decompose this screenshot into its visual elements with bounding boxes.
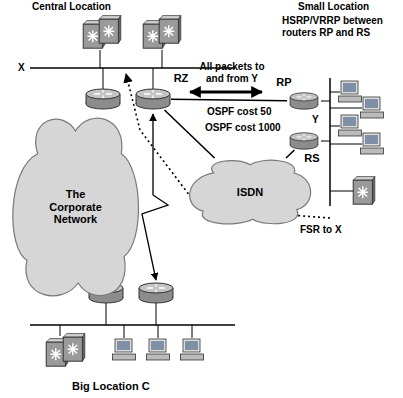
lan-stub bbox=[321, 101, 330, 102]
router-shape bbox=[290, 133, 318, 149]
server-icon bbox=[99, 16, 121, 44]
big-lan bbox=[30, 283, 235, 366]
router-icon bbox=[287, 92, 321, 110]
pc-icon bbox=[339, 81, 362, 102]
pc-icon bbox=[361, 133, 384, 154]
note-label: Small Location bbox=[298, 1, 369, 13]
lan-stub bbox=[103, 68, 104, 89]
note-label: Big Location C bbox=[72, 380, 150, 393]
pc-icon bbox=[361, 97, 384, 118]
lan-stub bbox=[124, 325, 125, 338]
small-lan bbox=[321, 78, 384, 206]
cloud-label: ISDN bbox=[220, 186, 280, 199]
lan-stub bbox=[192, 325, 193, 338]
lan-stub bbox=[330, 144, 362, 145]
router-name: RS bbox=[295, 152, 329, 165]
wan-link-bolt bbox=[142, 114, 168, 280]
router-name: RP bbox=[267, 76, 301, 89]
router-node: RP bbox=[287, 92, 321, 110]
lan-stub bbox=[330, 191, 354, 192]
pc-icon bbox=[339, 115, 362, 136]
lan-stub bbox=[156, 300, 157, 325]
pc-icon bbox=[181, 339, 204, 360]
link-label: OSPF cost 50 bbox=[205, 106, 273, 118]
lan-stub bbox=[158, 325, 159, 338]
router-icon bbox=[135, 88, 171, 110]
cloud-label: The Corporate Network bbox=[43, 188, 109, 226]
router-shape bbox=[290, 93, 318, 109]
cloud-shape bbox=[190, 160, 311, 224]
traffic-arrow bbox=[190, 91, 262, 94]
note-label: All packets to and from Y bbox=[196, 61, 268, 84]
router-node: RS bbox=[287, 132, 321, 150]
router-node: RZ bbox=[135, 88, 171, 110]
lan-stub bbox=[60, 325, 61, 336]
pc-icon bbox=[147, 339, 170, 360]
server-icon bbox=[159, 16, 181, 44]
note-label: HSRP/VRRP between routers RP and RS bbox=[282, 15, 400, 38]
router-shape bbox=[136, 89, 170, 109]
note-label: X bbox=[18, 62, 25, 74]
network-link bbox=[286, 150, 294, 158]
lan-stub bbox=[153, 68, 154, 89]
lan-stub bbox=[330, 92, 340, 93]
router-icon bbox=[139, 283, 173, 303]
note-label: Y bbox=[312, 114, 319, 126]
cloud-node: The Corporate Network bbox=[8, 112, 143, 302]
lan-stub bbox=[330, 126, 340, 127]
network-link bbox=[171, 99, 287, 101]
lan-stub bbox=[330, 108, 362, 109]
lan-stub bbox=[162, 50, 163, 68]
lan-y bbox=[329, 78, 331, 206]
server-icon bbox=[63, 334, 85, 362]
cloud-node: ISDN bbox=[185, 158, 315, 226]
lan-c bbox=[30, 324, 235, 326]
lan-stub bbox=[321, 141, 330, 142]
server-icon bbox=[353, 177, 375, 205]
pc-icon bbox=[113, 339, 136, 360]
note-label: Central Location bbox=[32, 1, 111, 13]
lan-stub bbox=[100, 50, 101, 68]
router-icon bbox=[287, 132, 321, 150]
link-label: OSPF cost 1000 bbox=[203, 122, 283, 134]
lan-stub bbox=[106, 300, 107, 325]
router-icon bbox=[86, 89, 120, 109]
router-name: RZ bbox=[163, 72, 199, 85]
cloud-shape bbox=[13, 118, 139, 296]
note-label: FSR to X bbox=[300, 224, 342, 236]
